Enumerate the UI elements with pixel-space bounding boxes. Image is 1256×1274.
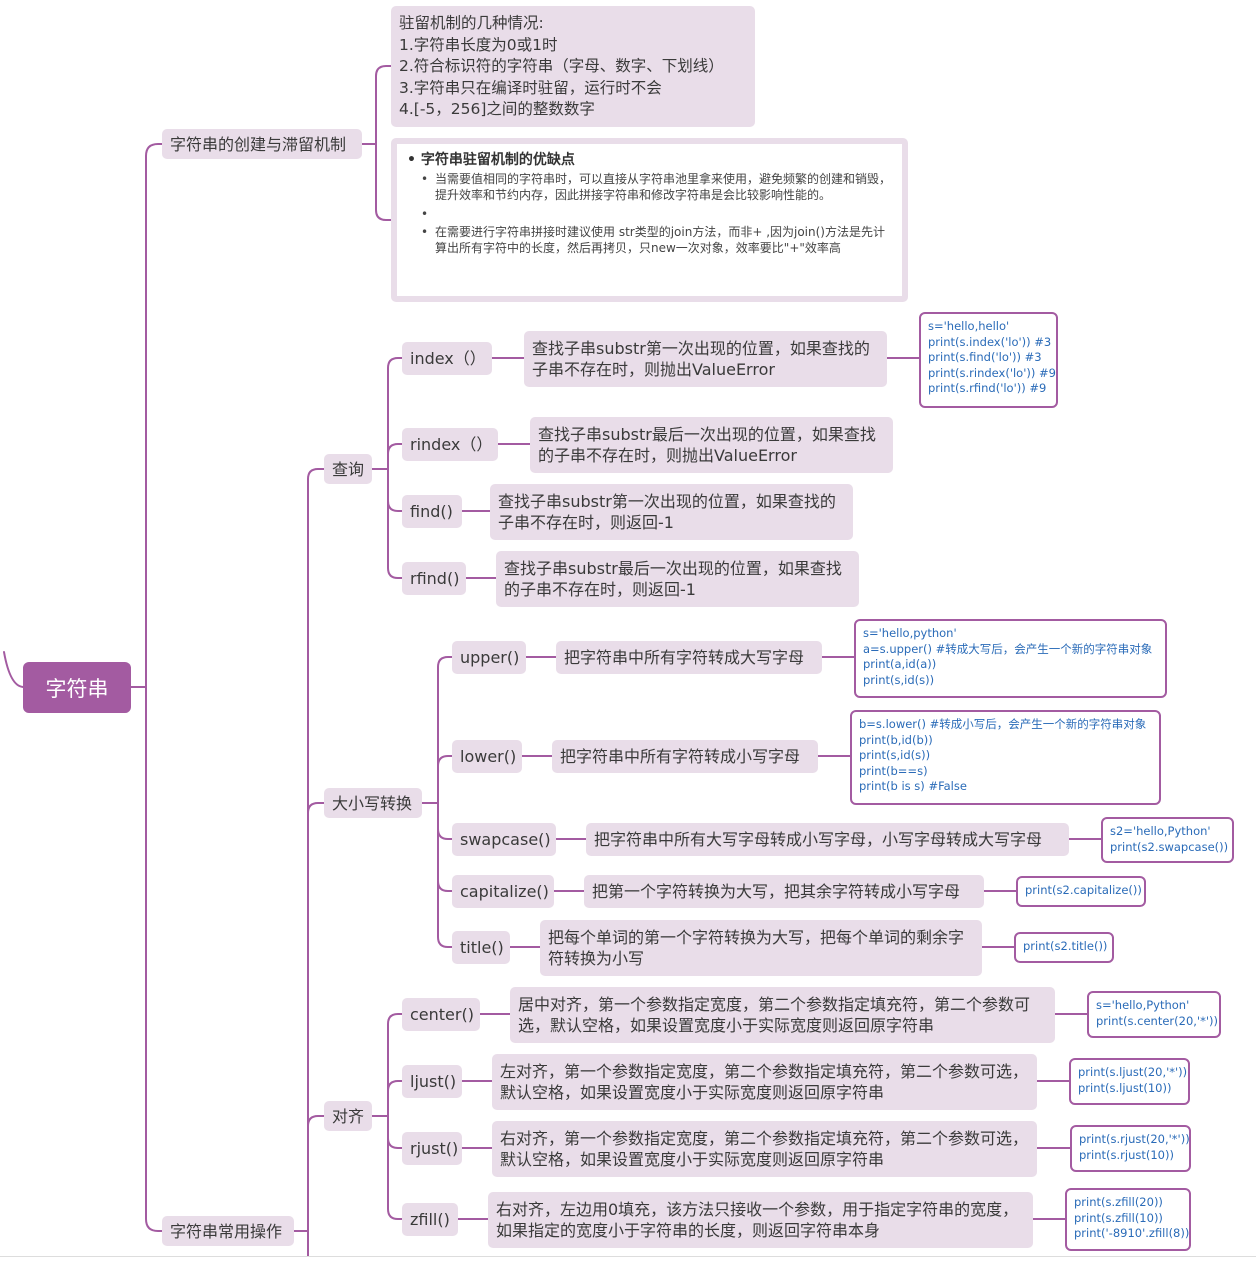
method-center[interactable]: center() bbox=[402, 998, 480, 1031]
code-capitalize[interactable]: print(s2.capitalize()) bbox=[1016, 876, 1146, 907]
intern-note-body: • 字符串驻留机制的优缺点 当需要值相同的字符串时，可以直接从字符串池里拿来使用… bbox=[397, 144, 902, 296]
root-label: 字符串 bbox=[45, 676, 109, 701]
connector bbox=[387, 443, 403, 470]
intern-note-point: 在需要进行字符串拼接时建议使用 str类型的join方法，而非+ ,因为join… bbox=[407, 225, 892, 256]
intern-case-line: 2.符合标识符的字符串（字母、数字、下划线） bbox=[399, 57, 724, 75]
intern-cases-node[interactable]: 驻留机制的几种情况: 1.字符串长度为0或1时 2.符合标识符的字符串（字母、数… bbox=[391, 6, 755, 127]
desc-rfind[interactable]: 查找子串substr最后一次出现的位置，如果查找的子串不存在时，则返回-1 bbox=[496, 551, 859, 607]
connector bbox=[437, 802, 453, 948]
method-rindex[interactable]: rindex（） bbox=[402, 428, 498, 461]
align-node[interactable]: 对齐 bbox=[324, 1101, 372, 1131]
desc-swapcase[interactable]: 把字符串中所有大写字母转成小写字母，小写字母转成大写字母 bbox=[586, 823, 1069, 856]
desc-zfill[interactable]: 右对齐，左边用0填充，该方法只接收一个参数，用于指定字符串的宽度，如果指定的宽度… bbox=[488, 1192, 1033, 1248]
branch-create-node[interactable]: 字符串的创建与滞留机制 bbox=[162, 129, 362, 159]
desc-upper[interactable]: 把字符串中所有字符转成大写字母 bbox=[556, 641, 822, 674]
method-zfill[interactable]: zfill() bbox=[402, 1203, 458, 1236]
connector bbox=[387, 468, 403, 512]
intern-case-line: 1.字符串长度为0或1时 bbox=[399, 35, 558, 54]
query-node[interactable]: 查询 bbox=[324, 454, 372, 484]
bottom-divider bbox=[0, 1256, 1256, 1257]
desc-index[interactable]: 查找子串substr第一次出现的位置，如果查找的子串不存在时，则抛出ValueE… bbox=[524, 331, 887, 387]
connector bbox=[307, 468, 325, 1232]
desc-find[interactable]: 查找子串substr第一次出现的位置，如果查找的子串不存在时，则返回-1 bbox=[490, 484, 853, 540]
intern-note-point: 当需要值相同的字符串时，可以直接从字符串池里拿来使用，避免频繁的创建和销毁，提升… bbox=[407, 172, 892, 203]
method-title[interactable]: title() bbox=[452, 931, 510, 964]
method-capitalize[interactable]: capitalize() bbox=[452, 875, 554, 908]
method-swapcase[interactable]: swapcase() bbox=[452, 823, 556, 856]
connector bbox=[307, 1115, 325, 1232]
intern-case-line: 3.字符串只在编译时驻留，运行时不会 bbox=[399, 78, 662, 97]
connector bbox=[437, 802, 453, 892]
desc-ljust[interactable]: 左对齐，第一个参数指定宽度，第二个参数指定填充符，第二个参数可选，默认空格，如果… bbox=[492, 1054, 1037, 1110]
method-upper[interactable]: upper() bbox=[452, 641, 526, 674]
root-node[interactable]: 字符串 bbox=[23, 662, 131, 713]
code-rjust[interactable]: print(s.rjust(20,'*')) print(s.rjust(10)… bbox=[1070, 1125, 1191, 1172]
method-ljust[interactable]: ljust() bbox=[402, 1065, 462, 1098]
desc-title[interactable]: 把每个单词的第一个字符转换为大写，把每个单词的剩余字符转换为小写 bbox=[540, 920, 982, 976]
intern-note-point-empty bbox=[407, 207, 892, 223]
connector bbox=[387, 1080, 403, 1117]
connector bbox=[387, 357, 403, 470]
intern-note-title: 字符串驻留机制的优缺点 bbox=[420, 152, 575, 168]
connector bbox=[307, 802, 325, 1232]
connector bbox=[387, 1115, 403, 1220]
method-find[interactable]: find() bbox=[402, 495, 462, 528]
code-title[interactable]: print(s2.title()) bbox=[1014, 932, 1114, 963]
desc-rindex[interactable]: 查找子串substr最后一次出现的位置，如果查找的子串不存在时，则抛出Value… bbox=[530, 417, 893, 473]
code-query[interactable]: s='hello,hello' print(s.index('lo')) #3 … bbox=[919, 312, 1058, 408]
method-index[interactable]: index（） bbox=[402, 342, 492, 375]
method-rfind[interactable]: rfind() bbox=[402, 562, 466, 595]
method-rjust[interactable]: rjust() bbox=[402, 1132, 462, 1165]
intern-case-line: 驻留机制的几种情况: bbox=[399, 14, 544, 32]
desc-center[interactable]: 居中对齐，第一个参数指定宽度，第二个参数指定填充符，第二个参数可选，默认空格，如… bbox=[510, 987, 1055, 1043]
connector bbox=[387, 1013, 403, 1117]
code-lower[interactable]: b=s.lower() #转成小写后，会产生一个新的字符串对象 print(b,… bbox=[850, 710, 1161, 805]
branch-ops-node[interactable]: 字符串常用操作 bbox=[162, 1216, 294, 1246]
desc-lower[interactable]: 把字符串中所有字符转成小写字母 bbox=[552, 740, 818, 773]
connector bbox=[437, 755, 453, 804]
connector bbox=[375, 143, 392, 221]
code-swapcase[interactable]: s2='hello,Python' print(s2.swapcase()) bbox=[1101, 817, 1234, 863]
connector bbox=[145, 686, 163, 1232]
intern-note-node[interactable]: • 字符串驻留机制的优缺点 当需要值相同的字符串时，可以直接从字符串池里拿来使用… bbox=[391, 138, 908, 302]
connector bbox=[145, 143, 163, 688]
connector bbox=[437, 802, 453, 840]
code-upper[interactable]: s='hello,python' a=s.upper() #转成大写后，会产生一… bbox=[854, 619, 1167, 698]
desc-rjust[interactable]: 右对齐，第一个参数指定宽度，第二个参数指定填充符，第二个参数可选，默认空格，如果… bbox=[492, 1121, 1037, 1177]
code-center[interactable]: s='hello,Python' print(s.center(20,'*')) bbox=[1087, 991, 1221, 1038]
connector bbox=[437, 656, 453, 804]
intern-case-line: 4.[-5，256]之间的整数数字 bbox=[399, 100, 595, 118]
desc-capitalize[interactable]: 把第一个字符转换为大写，把其余字符转成小写字母 bbox=[584, 875, 984, 908]
connector bbox=[387, 1115, 403, 1149]
method-lower[interactable]: lower() bbox=[452, 740, 522, 773]
connector bbox=[3, 651, 24, 688]
case-node[interactable]: 大小写转换 bbox=[324, 788, 422, 818]
connector bbox=[387, 468, 403, 579]
code-ljust[interactable]: print(s.ljust(20,'*')) print(s.ljust(10)… bbox=[1069, 1058, 1190, 1105]
code-zfill[interactable]: print(s.zfill(20)) print(s.zfill(10)) pr… bbox=[1065, 1188, 1191, 1251]
connector bbox=[375, 65, 392, 145]
